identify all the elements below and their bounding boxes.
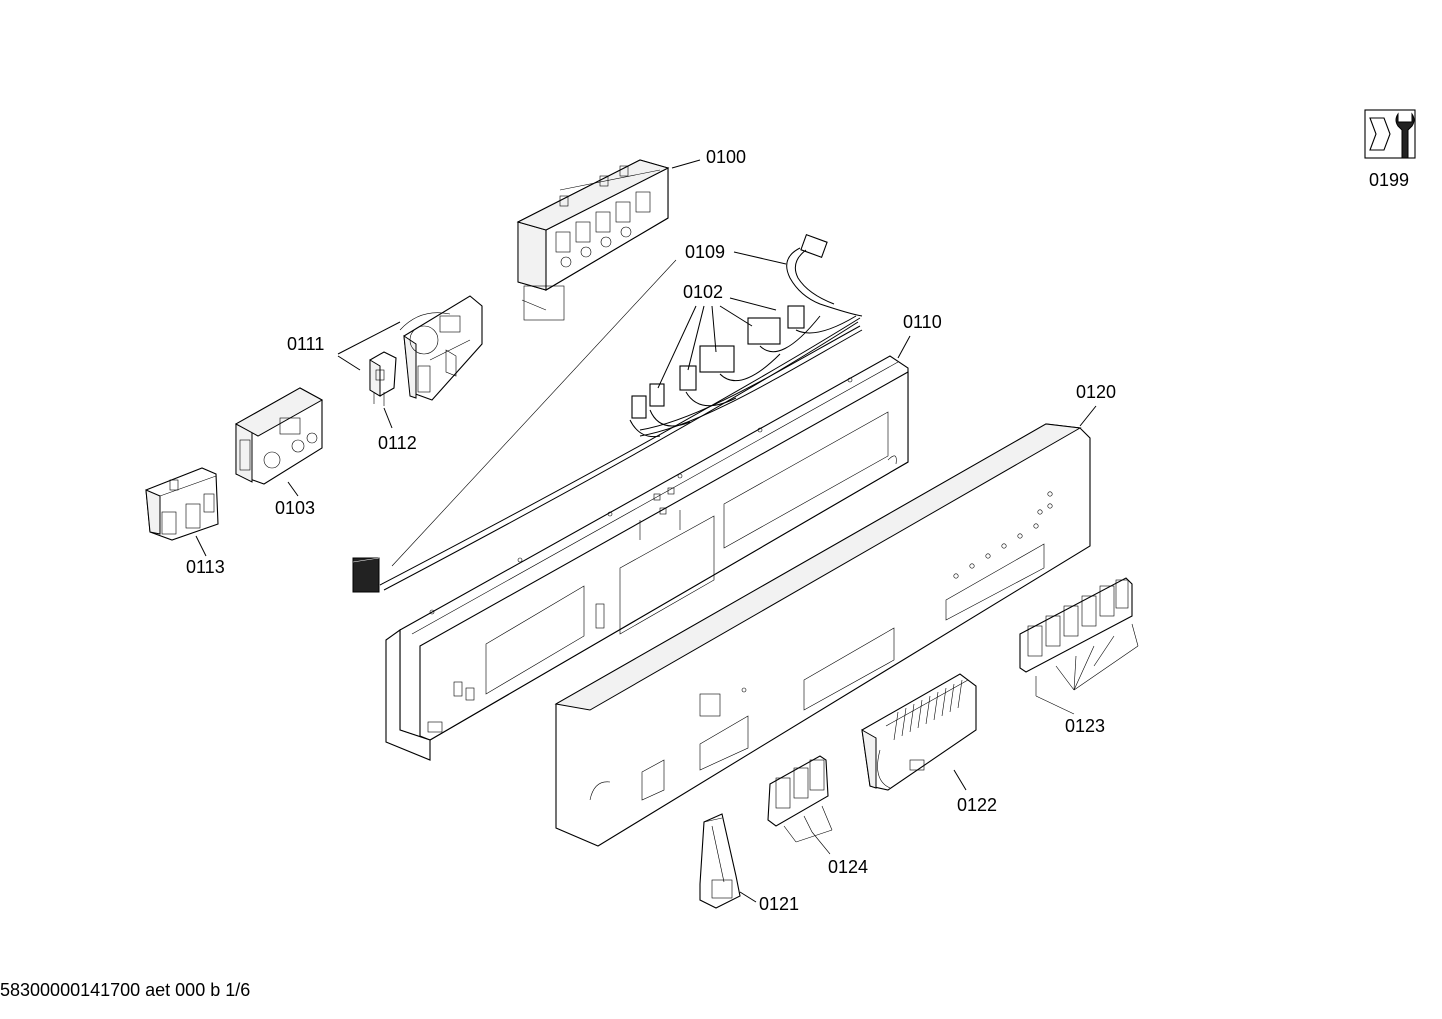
label-0121: 0121 <box>759 894 799 914</box>
label-0120: 0120 <box>1076 382 1116 402</box>
part-0120-fascia-panel <box>554 423 1091 847</box>
part-0124-buttons <box>767 755 829 827</box>
label-0100: 0100 <box>706 147 746 167</box>
part-0109-cable <box>352 234 863 593</box>
label-0112: 0112 <box>378 433 417 453</box>
part-0122-knob-unit <box>861 673 977 791</box>
label-0122: 0122 <box>957 795 997 815</box>
label-0113: 0113 <box>186 557 225 577</box>
label-0109: 0109 <box>685 242 725 262</box>
part-0113-terminal-block <box>145 467 219 541</box>
label-0123: 0123 <box>1065 716 1105 736</box>
part-0121-lever <box>699 813 741 909</box>
label-0199: 0199 <box>1369 170 1409 190</box>
label-0102: 0102 <box>683 282 723 302</box>
label-0124: 0124 <box>828 857 868 877</box>
label-0110: 0110 <box>903 312 942 332</box>
document-footer: 58300000141700 aet 000 b 1/6 <box>0 980 251 1000</box>
part-0123-buttons <box>1019 577 1133 673</box>
label-0111: 0111 <box>287 334 324 354</box>
part-0100-control-module <box>516 159 670 321</box>
part-0103-module <box>234 387 324 485</box>
tools-icon <box>1364 109 1416 159</box>
part-0111-switch <box>399 295 483 401</box>
part-0110-frame <box>385 355 909 761</box>
part-0102-connectors <box>629 305 863 438</box>
part-0112-relay <box>369 351 397 406</box>
leader-0124 <box>783 805 833 855</box>
label-0103: 0103 <box>275 498 315 518</box>
leader-0123 <box>1035 623 1139 715</box>
